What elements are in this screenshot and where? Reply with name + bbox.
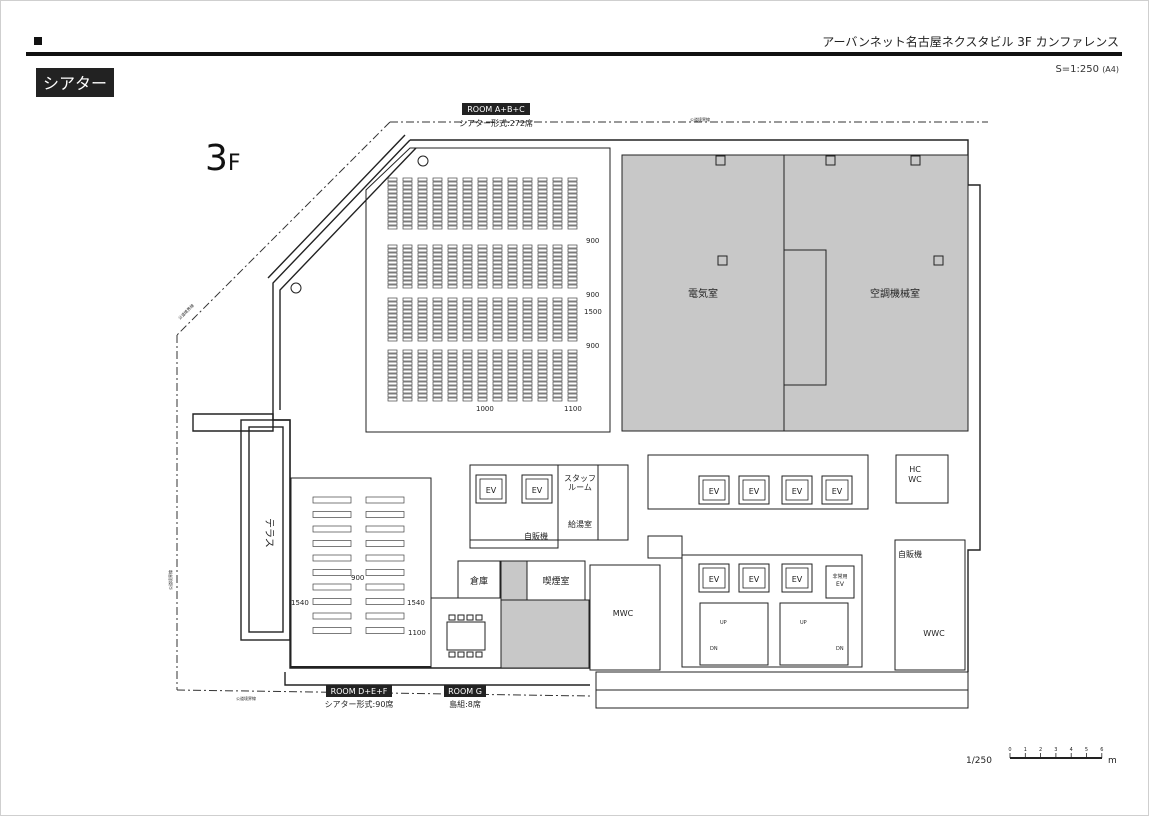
room-abc-layout: シアター形式:272席 [459,118,533,128]
dimension-labels: 900 900 1500 900 1000 1100 900 1540 1540… [291,237,602,637]
dim-900-b: 900 [586,291,599,299]
smoking-room-label: 喫煙室 [542,575,569,587]
electrical-room: 電気室 [621,154,785,432]
vending-label-1: 自販機 [524,531,548,541]
dim-900-d: 900 [351,574,364,582]
dim-1100-b: 1100 [408,629,426,637]
dim-1540-a: 1540 [291,599,309,607]
scale-ratio: 1/250 [966,756,992,766]
room-abc-seating [387,177,578,402]
scale-unit: m [1108,756,1117,766]
scale-tick-label: 4 [1070,747,1073,753]
wwc-label: WWC [923,629,945,638]
scale-tick-label: 1 [1024,747,1027,753]
boundary-note-left: 公道境界線 [167,570,173,590]
document-title: アーバンネット名古屋ネクスタビル 3F カンファレンス [822,35,1119,49]
scale-value: S=1:250 [1055,64,1099,75]
gray-service-room [500,599,590,669]
dim-900-a: 900 [586,237,599,245]
hcwc-label-1: HC [909,465,921,474]
scale-note: S=1:250 (A4) [1055,64,1119,75]
room-def [290,477,432,669]
hvac-room-label: 空調機械室 [870,287,920,300]
hvac-room: 空調機械室 [783,154,969,432]
mwc-label: MWC [613,609,634,618]
scale-bar: 1/250 0 1 2 3 4 5 6 m [966,747,1117,766]
scale-tick-label: 6 [1100,747,1103,753]
dim-1500: 1500 [584,308,602,316]
staff-room-label-1: スタッフ [564,474,596,483]
stair-dn-label-1: DN [710,646,718,652]
room-g [430,597,502,669]
ev-label: EV [749,575,760,584]
room-def-seating [312,496,405,634]
stair-up-label-1: UP [720,620,727,626]
dim-1100-a: 1100 [564,405,582,413]
floor-label: 3F [205,138,241,179]
dim-1540-b: 1540 [407,599,425,607]
floor-suffix: F [227,151,241,176]
dim-900-c: 900 [586,342,599,350]
boundary-note-bottom: 公道境界線 [236,695,256,701]
room-def-tag: ROOM D+E+F シアター形式:90席 [325,685,394,709]
kitchenette-label: 給湯室 [568,519,592,529]
gray-storage-room [500,560,528,601]
staff-room-label-2: ルーム [568,483,592,492]
bullet-square-icon [34,37,42,45]
scale-tick-label: 2 [1039,747,1042,753]
room-def-name: ROOM D+E+F [331,687,388,696]
stair-up-label-2: UP [800,620,807,626]
header-rule [26,52,1122,56]
emergency-ev-label-2: EV [836,581,845,588]
scale-tick-label: 5 [1085,747,1088,753]
vending-label-2: 自販機 [898,549,922,559]
dim-1000: 1000 [476,405,494,413]
room-abc-name: ROOM A+B+C [467,105,525,114]
emergency-ev-label-1: 非常用 [832,573,847,580]
ev-label: EV [532,486,543,495]
ev-label: EV [749,487,760,496]
storage-label: 倉庫 [470,575,488,587]
ev-label: EV [792,487,803,496]
stair-dn-label-2: DN [836,646,844,652]
section-tag: シアター [36,68,115,97]
room-abc [290,147,611,433]
floor-number: 3 [205,138,228,179]
ev-label: EV [792,575,803,584]
room-g-name: ROOM G [448,687,482,696]
scale-tick-label: 0 [1008,747,1011,753]
scale-tick-label: 3 [1054,747,1057,753]
hcwc-label-2: WC [908,475,922,484]
boundary-note-diagonal: 公道境界線 [176,302,194,320]
ev-label: EV [486,486,497,495]
ev-label: EV [709,487,720,496]
boundary-note-top: 公道境界線 [690,116,710,122]
site-boundary [176,121,988,697]
elevators: EV EV EV EV EV EV EV EV EV [475,474,855,599]
room-abc-tag: ROOM A+B+C シアター形式:272席 [459,103,533,128]
room-g-tag: ROOM G 島組:8席 [444,685,486,709]
room-def-layout: シアター形式:90席 [325,699,394,709]
ev-label: EV [832,487,843,496]
core-walls [457,454,969,709]
room-g-layout: 島組:8席 [449,699,481,709]
terrace-label: テラス [263,518,275,548]
electrical-room-label: 電気室 [688,287,718,300]
paper-size: (A4) [1102,65,1119,74]
ev-label: EV [709,575,720,584]
